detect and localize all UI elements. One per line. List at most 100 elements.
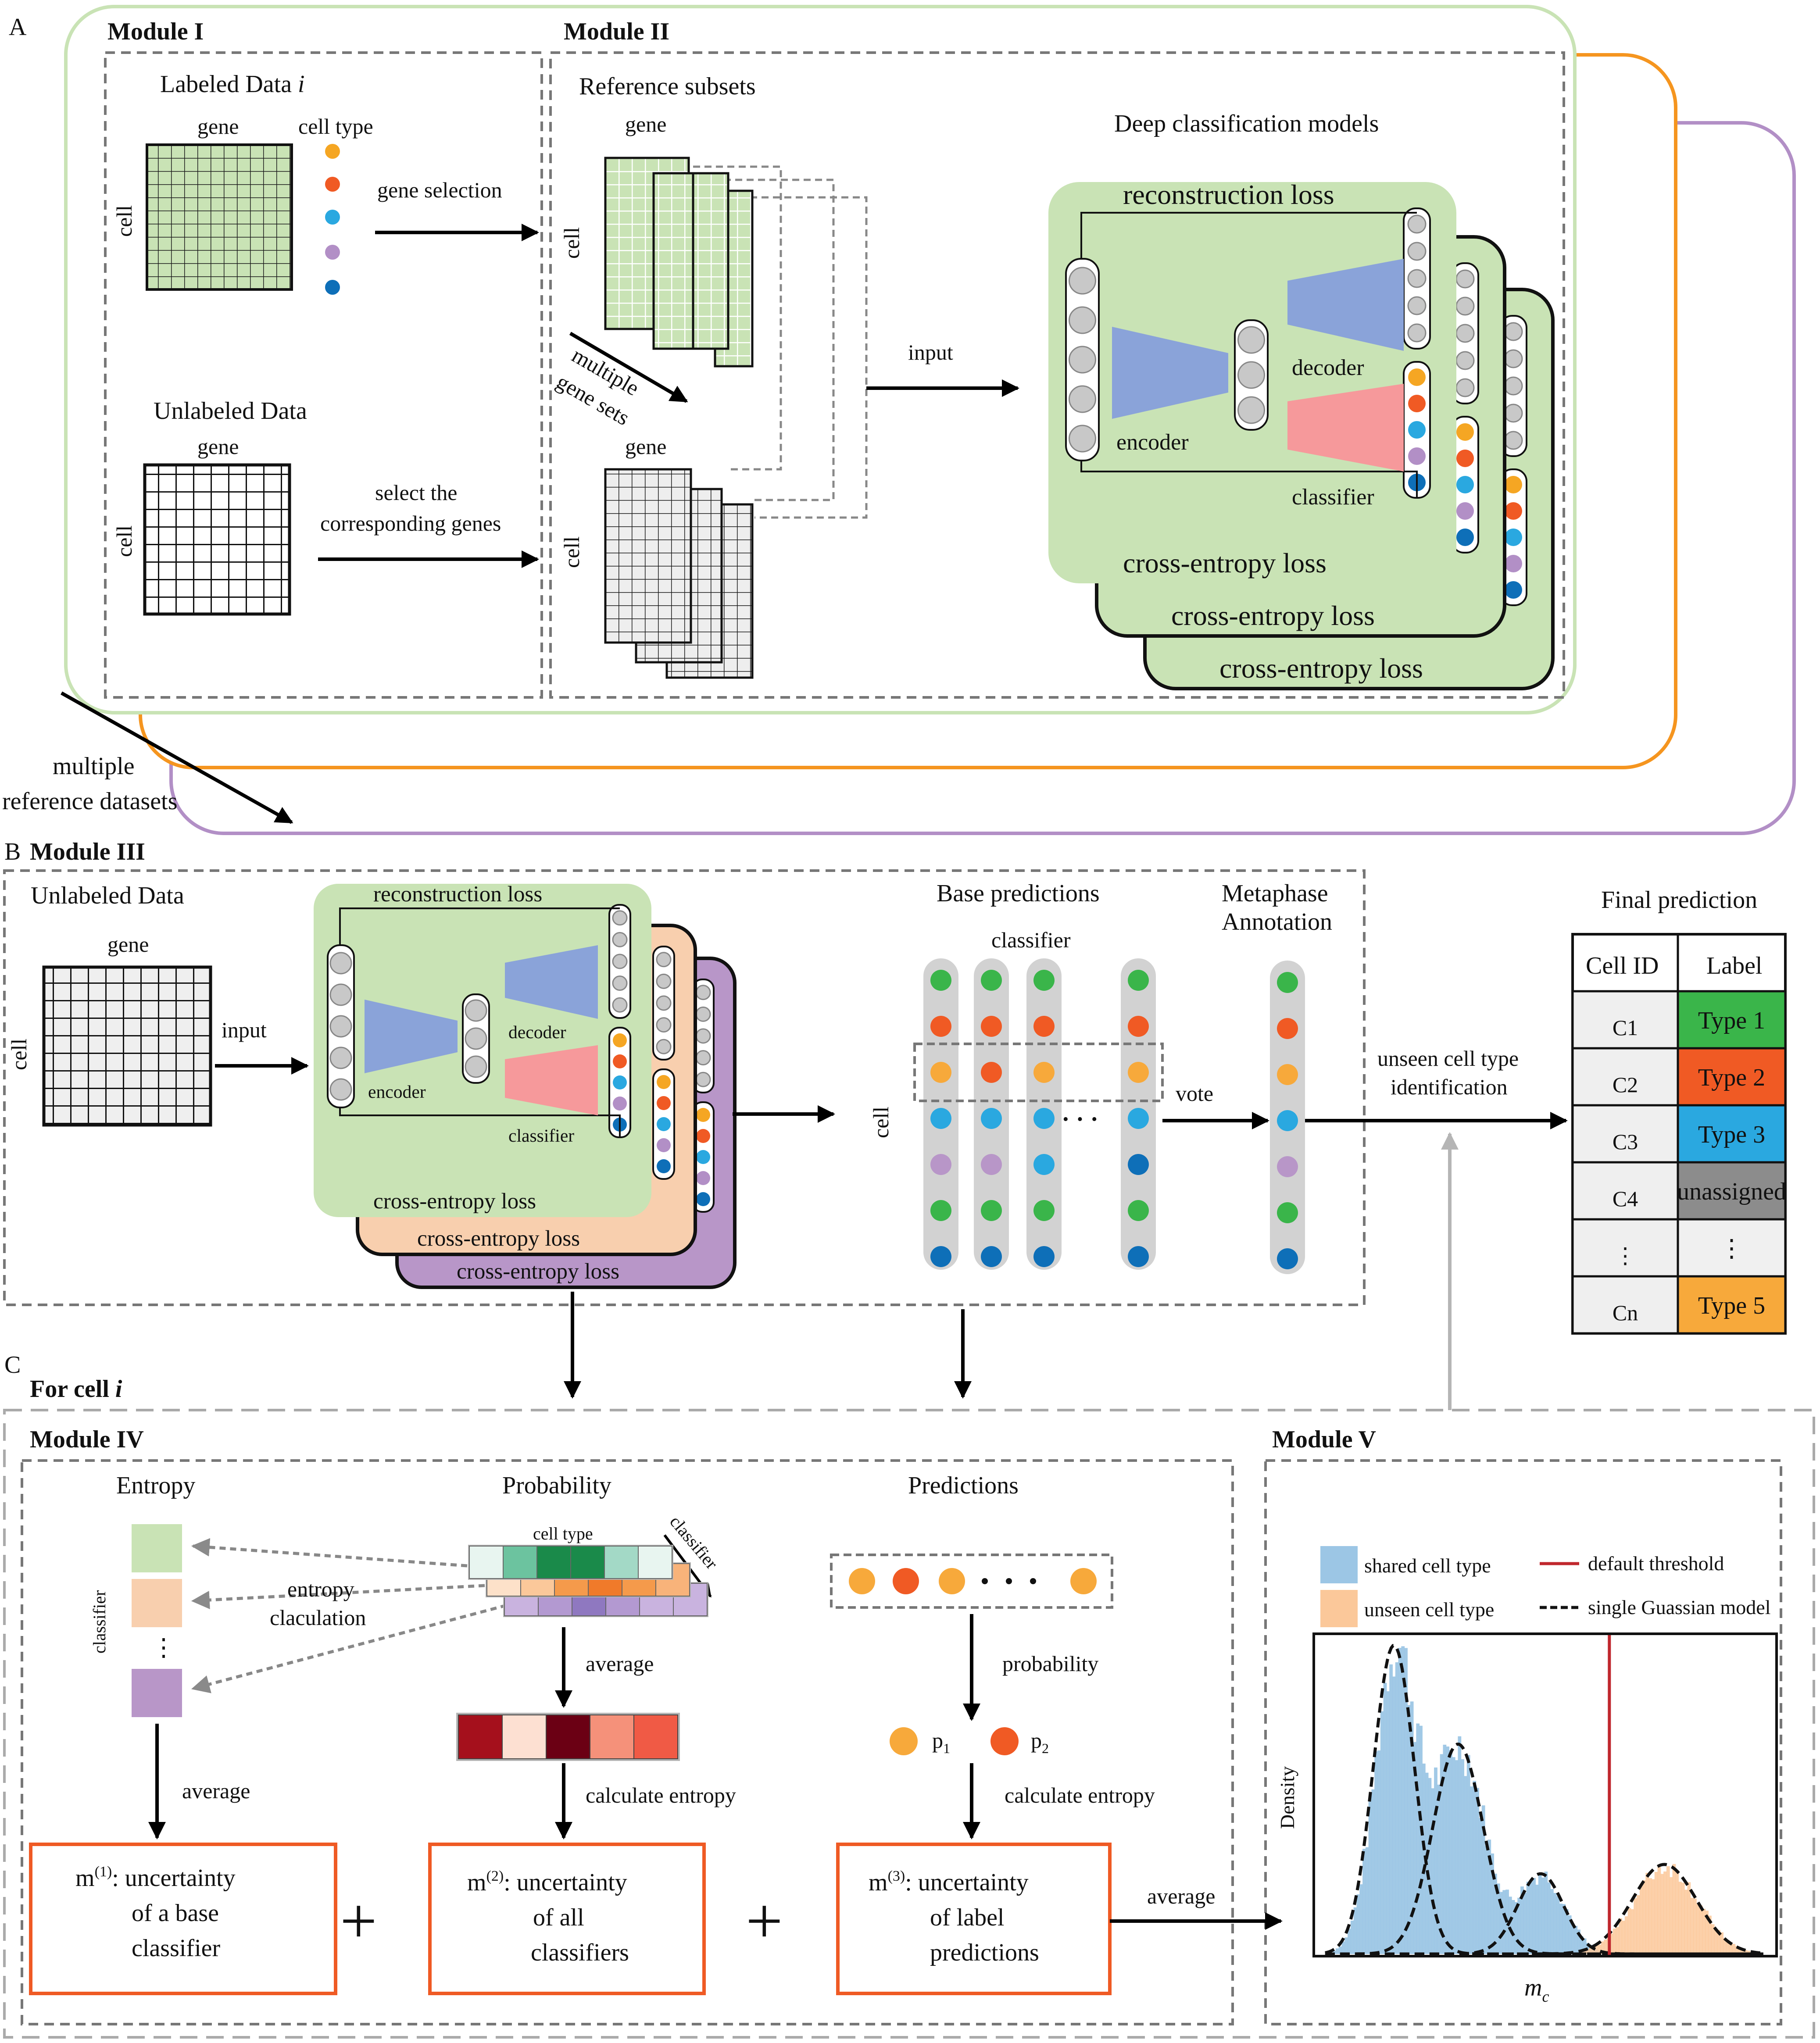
unlabeled-cell-label: cell [112,525,136,557]
histogram-bar-unseen [1720,1932,1723,1954]
histogram-bar-shared [1556,1896,1560,1954]
histogram-bar-shared [1440,1754,1444,1954]
histogram-bar-unseen [1735,1946,1738,1954]
average-probability-bar [456,1713,680,1761]
b-gene-label: gene [107,932,149,957]
network-node [1069,385,1096,413]
final-label-cell [1677,1275,1787,1335]
final-row-label: Type 1 [1698,1007,1765,1034]
m3-line3: predictions [930,1939,1039,1966]
unseen-label-1: unseen cell type [1377,1046,1519,1071]
labeled-data-matrix [146,143,293,291]
histogram-bar-shared [1455,1760,1459,1954]
histogram-bar-unseen [1741,1949,1745,1954]
network-node [657,1096,671,1110]
decoder-label: decoder [1292,355,1364,380]
histogram-bar-shared [1359,1884,1363,1954]
histogram-bar-shared [1544,1872,1548,1954]
cross-entropy-loss-label: cross-entropy loss [1171,600,1375,631]
svg-text:default threshold: default threshold [1588,1552,1724,1575]
histogram-bar-unseen [1669,1877,1673,1954]
histogram-bar-shared [1398,1648,1402,1954]
histogram-bar-unseen [1630,1909,1634,1954]
histogram-bar-unseen [1732,1944,1736,1954]
module-v-box [1264,1459,1782,2025]
predictions-box [830,1554,1113,1609]
network-node [612,975,628,991]
histogram-bar-shared [1356,1894,1360,1954]
network-node [656,952,672,968]
final-id-cell [1571,990,1679,1050]
histogram-bar-shared [1368,1797,1372,1954]
encoder-label: encoder [368,1082,426,1102]
base-prediction-dot [1128,1200,1149,1221]
metaphase-dot [1277,1110,1298,1131]
network-node [1407,296,1427,315]
histogram-bar-unseen [1726,1941,1730,1954]
network-node [1504,376,1523,396]
network-node [656,1039,672,1054]
histogram-bar-shared [1392,1676,1396,1954]
network-node [613,1033,627,1047]
histogram-bar-shared [1464,1776,1467,1954]
cross-entropy-loss-label: cross-entropy loss [1123,547,1327,579]
histogram-bar-shared [1478,1818,1482,1954]
unlabeled-data-title: Unlabeled Data [154,397,307,425]
cross-entropy-loss-label: cross-entropy loss [417,1226,580,1251]
average-bar-cell [633,1714,678,1759]
cross-entropy-loss-label: cross-entropy loss [1219,653,1423,684]
histogram-bar-shared [1395,1662,1399,1954]
histogram-bar-shared [1514,1902,1518,1954]
svg-text:single Guassian model: single Guassian model [1588,1596,1771,1618]
entropy-calc-label-2: claculation [270,1605,366,1630]
histogram-bar-shared [1458,1736,1462,1954]
base-prediction-dot [930,1062,951,1083]
histogram-bar-unseen [1627,1908,1631,1954]
histogram-bar-shared [1380,1711,1384,1954]
network-node [1407,269,1427,288]
histogram-bar-shared [1443,1744,1447,1954]
plus-1: + [340,1885,377,1957]
network-node [1504,349,1523,368]
histogram-bar-unseen [1690,1897,1694,1954]
network-node [656,995,672,1011]
histogram-bar-shared [1416,1723,1420,1954]
average-bar-cell [502,1714,547,1759]
reconstruction-loss-label: reconstruction loss [1123,179,1334,210]
network-node [329,1015,352,1038]
metaphase-dot [1277,972,1298,993]
final-row-id: ⋮ [1614,1243,1636,1268]
labeled-gene-label: gene [197,114,239,139]
vote-label: vote [1176,1081,1213,1106]
network-node [1455,378,1475,397]
decoder-shape [1287,259,1404,351]
network-node [1456,423,1474,441]
histogram-bar-shared [1538,1875,1542,1954]
entropy-title: Entropy [116,1472,195,1499]
final-row-id: C4 [1613,1186,1638,1211]
reference-subsets-title: Reference subsets [579,73,756,100]
final-prediction-title: Final prediction [1601,886,1757,914]
unlabeled-data-matrix [143,463,291,616]
histogram-bar-unseen [1705,1911,1709,1954]
network-node [656,1017,672,1033]
network-node [695,1028,711,1044]
histogram-bar-unseen [1699,1905,1703,1954]
panel-b-label: B [4,838,21,865]
vote-selection-box [913,1043,1164,1102]
final-header-cell-id: Cell ID [1586,952,1659,979]
histogram-bar-unseen [1583,1950,1587,1954]
histogram-bar-unseen [1609,1933,1613,1954]
histogram-bar-unseen [1663,1871,1667,1954]
entropy-calc-label-1: entropy [287,1577,354,1601]
base-prediction-dot [1128,1154,1149,1175]
histogram-bar-shared [1481,1805,1485,1954]
base-predictions-title: Base predictions [937,880,1100,907]
network-node [696,1129,710,1143]
m1-line1: m(1): uncertainty [75,1864,236,1892]
network-node [329,1047,352,1069]
histogram-bar-shared [1386,1691,1390,1954]
base-prediction-dot [1033,1200,1055,1221]
multiple-reference-arrow [61,691,293,824]
